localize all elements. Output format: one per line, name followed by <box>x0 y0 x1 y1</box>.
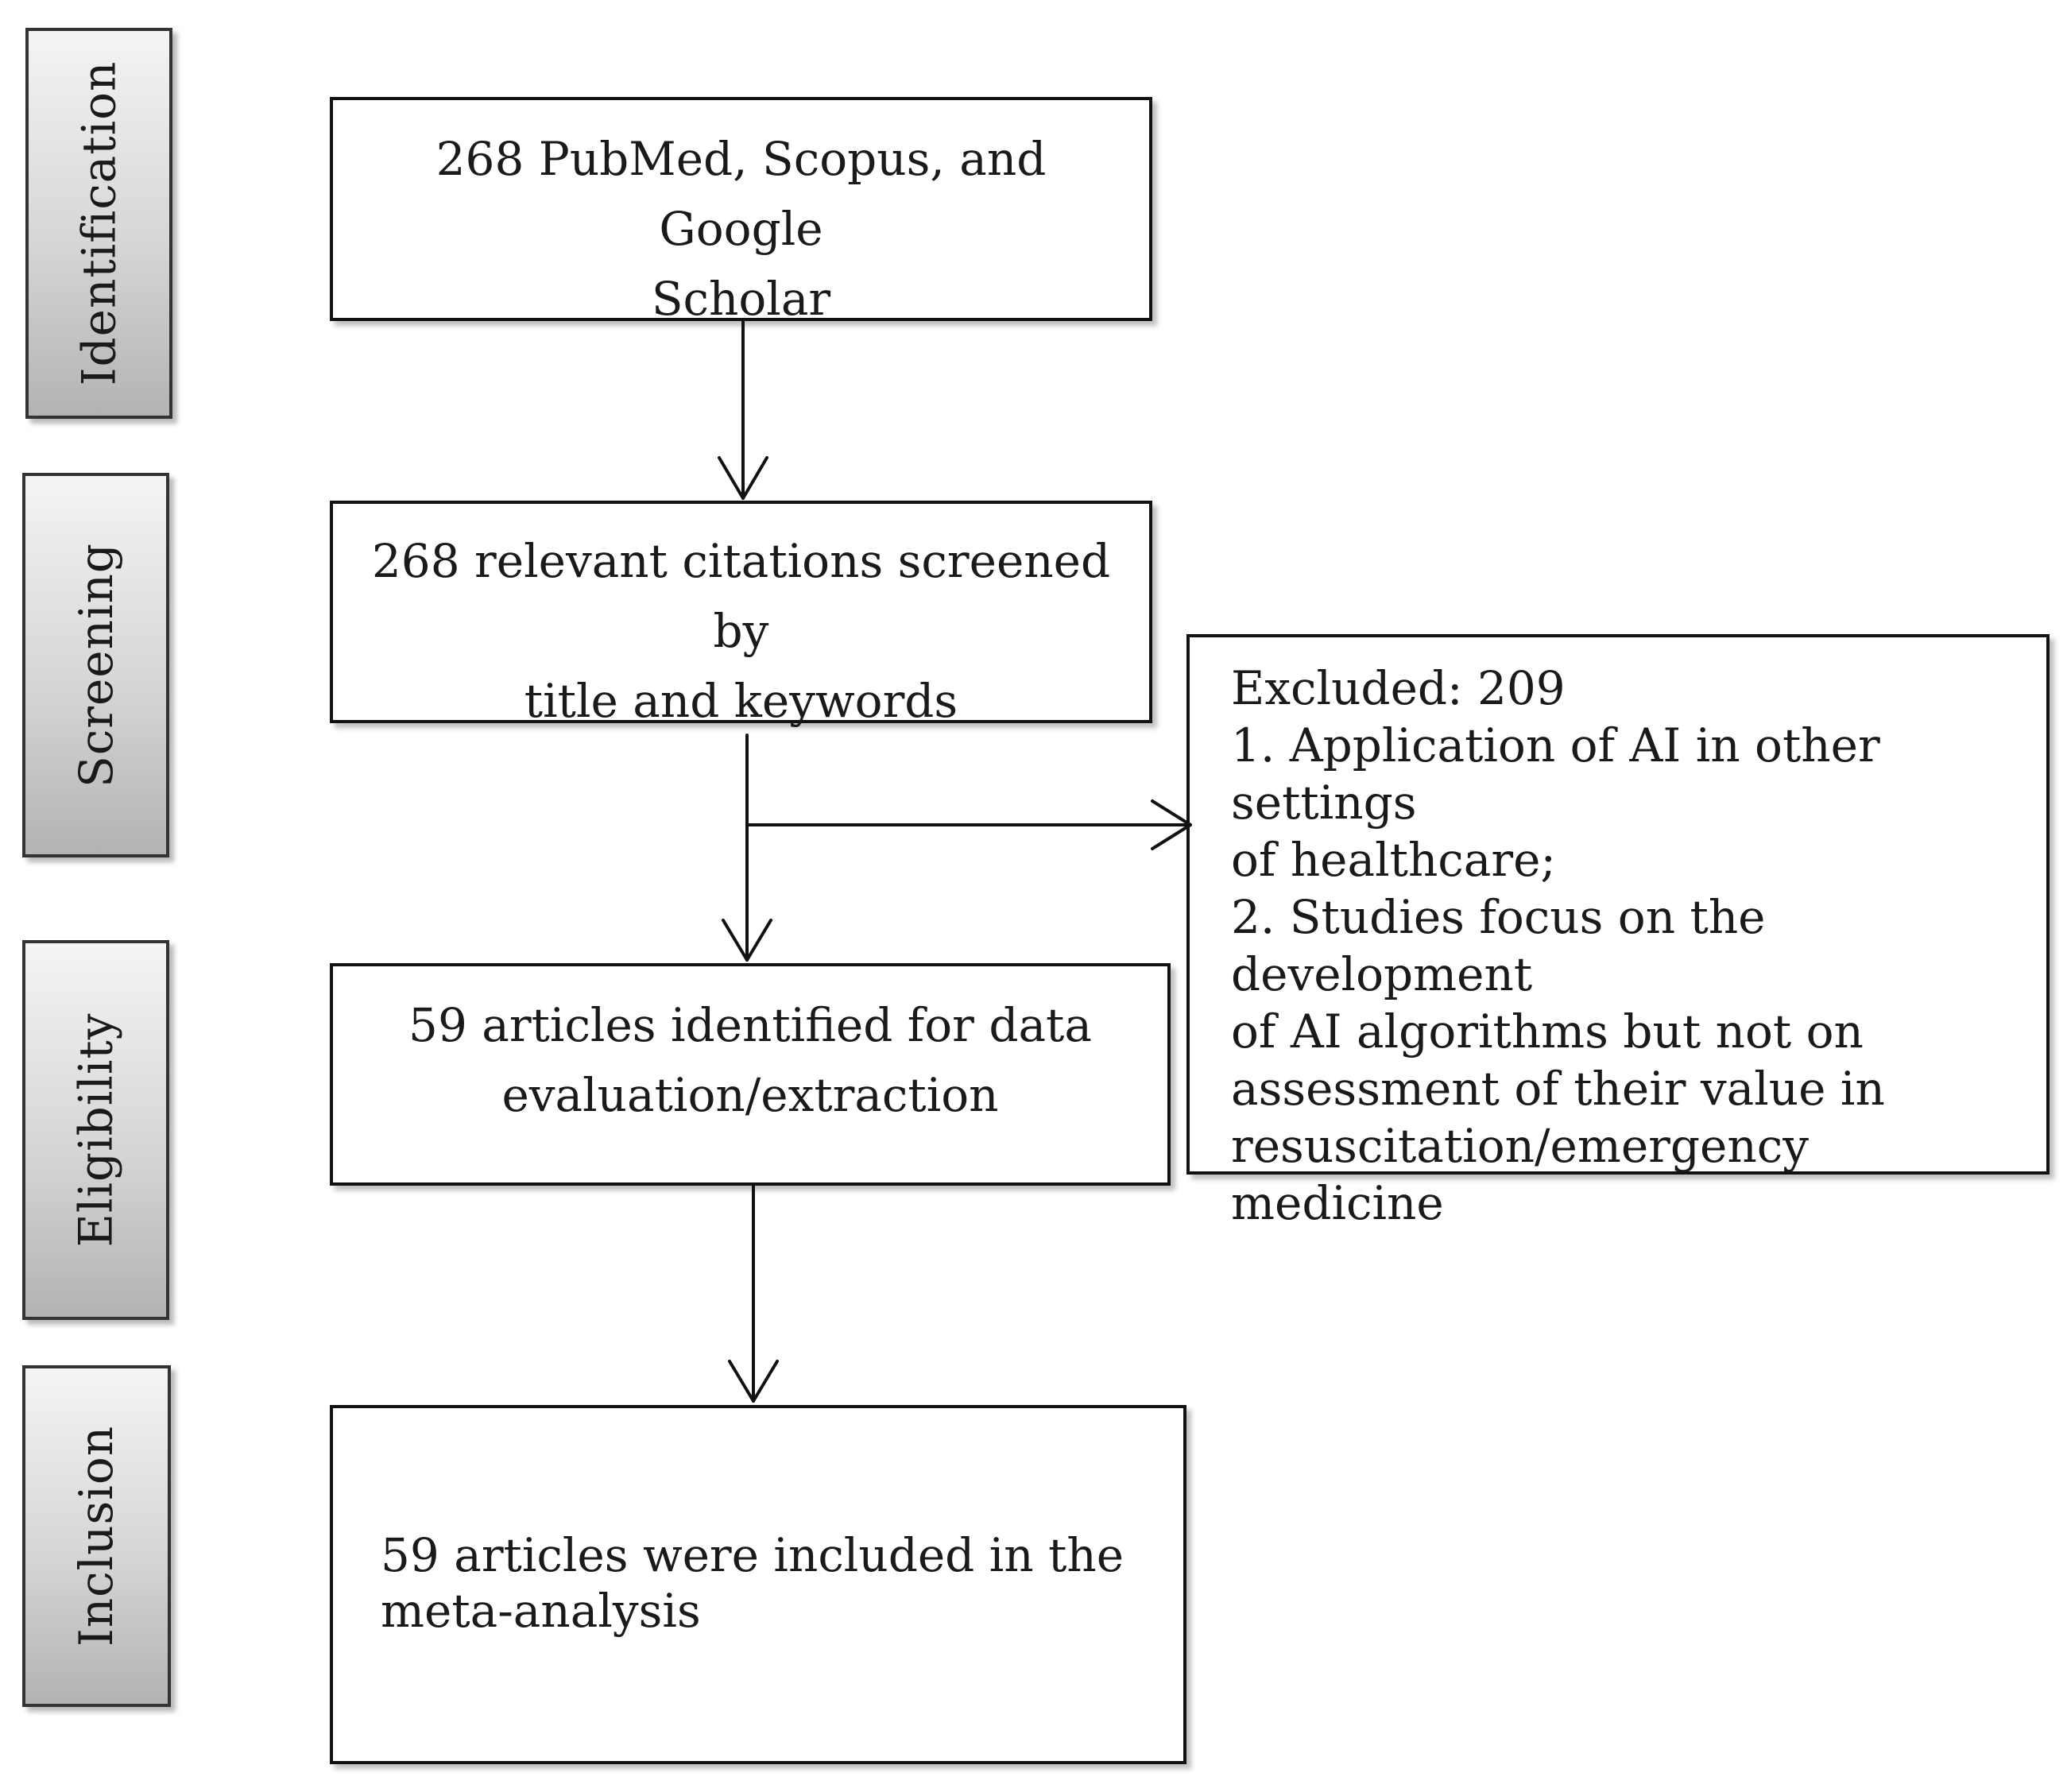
stage-eligibility-box: Eligibility <box>22 940 169 1320</box>
arrowhead-eligibility <box>722 919 772 962</box>
arrowhead-inclusion <box>728 1360 779 1403</box>
inclusion-articles-text: 59 articles were included in the meta-an… <box>381 1528 1124 1638</box>
identification-records-text: 268 PubMed, Scopus, and Google Scholar <box>435 132 1047 326</box>
arrowhead-excluded <box>1151 799 1192 850</box>
screening-citations-text: 268 relevant citations screened by title… <box>371 534 1111 728</box>
arrowhead-screening <box>718 456 768 500</box>
excluded-records-text: Excluded: 209 1. Application of AI in ot… <box>1231 661 1885 1230</box>
inclusion-articles-box: 59 articles were included in the meta-an… <box>330 1405 1186 1764</box>
screening-citations-box: 268 relevant citations screened by title… <box>330 501 1152 728</box>
eligibility-articles-text: 59 articles identified for data evaluati… <box>408 998 1092 1122</box>
stage-identification-box: Identification <box>25 28 172 419</box>
excluded-records-box: Excluded: 209 1. Application of AI in ot… <box>1186 634 2050 1230</box>
stage-inclusion-box: Inclusion <box>22 1365 171 1707</box>
stage-screening-box: Screening <box>22 473 169 857</box>
identification-records-box: 268 PubMed, Scopus, and Google Scholar <box>330 97 1152 326</box>
eligibility-articles-box: 59 articles identified for data evaluati… <box>330 963 1171 1186</box>
